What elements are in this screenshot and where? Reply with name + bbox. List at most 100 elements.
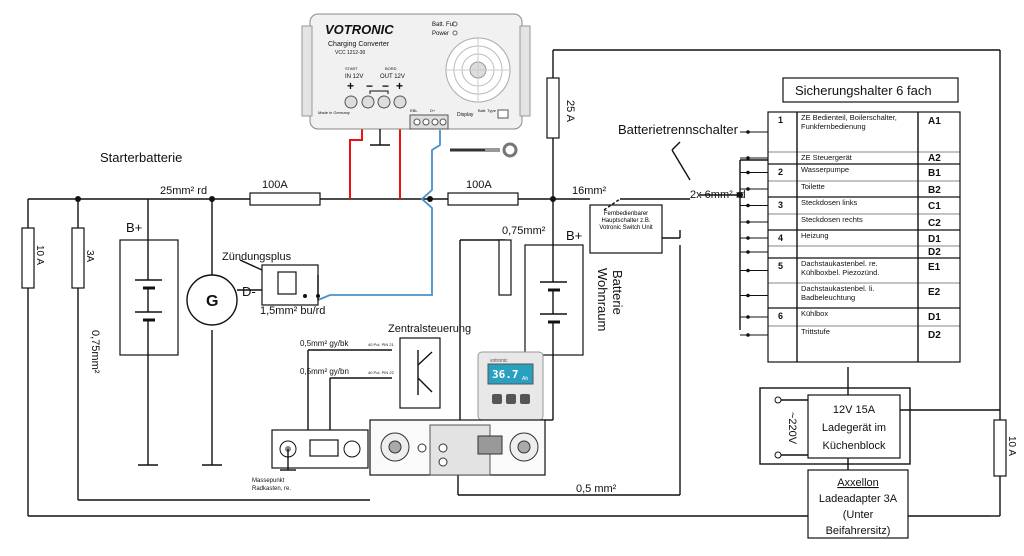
svg-text:−: −: [366, 79, 373, 93]
fuse-row-dot: [746, 203, 750, 208]
charger-box: 12V 15A Ladegerät im Küchenblock: [759, 387, 911, 465]
dplus-label: D+: [430, 108, 436, 113]
fuse-10a-right-label: 10 A: [1006, 436, 1017, 456]
junction-dots: [75, 192, 743, 202]
fuse-100a-left-label: 100A: [262, 179, 288, 191]
pin22-label: 40 Pol. PIN 22: [368, 370, 395, 375]
monitor-unit: Ah: [522, 376, 528, 382]
fuse-row-desc-wrap: Steckdosen links: [801, 198, 857, 207]
living-battery: [524, 244, 584, 356]
device-brand: VOTRONIC: [325, 22, 394, 37]
adapter-line-3: (Unter: [843, 509, 874, 521]
display-label: Display: [457, 112, 474, 118]
separator-title: Batterietrennschalter: [618, 122, 739, 137]
terminal-screws: [344, 95, 407, 109]
ignition-relay: [239, 259, 320, 306]
fuse-row-desc: Steckdosen rechts: [801, 215, 863, 224]
start-label: START: [345, 66, 358, 71]
fuse-row-number: 2: [778, 167, 783, 177]
fuse-100a-right: [447, 192, 519, 206]
living-battery-label-2: Batterie: [610, 270, 625, 315]
living-battery-label-1: Wohnraum: [595, 268, 610, 331]
fuse-100a-right-label: 100A: [466, 179, 492, 191]
generator-label: G: [206, 293, 218, 310]
fuse-holder: Sicherungshalter 6 fach 1 ZE Bedienteil, …: [740, 77, 961, 363]
fuse-row-desc-wrap: ZE Steuergerät: [801, 153, 852, 162]
fuse-row-desc: Trittstufe: [801, 327, 830, 336]
central-control-label: Zentralsteuerung: [388, 323, 471, 335]
fuse-10a-right: [993, 419, 1007, 477]
device-model: VCC 1212-30: [335, 50, 366, 56]
fuse-row-id: D1: [928, 234, 941, 245]
shunt-bar: [271, 419, 546, 476]
fuse-row-dot: [746, 220, 750, 224]
cable-075-left-label: 0,75mm²: [89, 330, 101, 374]
fuse-row-desc: Heizung: [801, 231, 829, 240]
fuse-row-desc-wrap: Wasserpumpe: [801, 165, 850, 174]
ground-label-2: Radkasten, re.: [252, 486, 291, 492]
fuse-row-id: B1: [928, 168, 941, 179]
made-in-label: Made in Germany: [318, 110, 350, 115]
adapter-line-2: Ladeadapter 3A: [819, 493, 898, 505]
fuse-075-living: [498, 239, 512, 296]
fuse-row-dot: [746, 333, 750, 337]
fuse-row-desc-wrap: [801, 247, 916, 258]
out-label: OUT 12V: [380, 74, 405, 80]
fuse-row-dot: [746, 293, 750, 298]
charging-converter: VOTRONIC Charging Converter VCC 1212-30 …: [301, 13, 531, 158]
b-plus-right: B+: [566, 228, 582, 243]
fuse-row-dot: [746, 187, 750, 191]
cable-15-label: 1,5mm² bu/rd: [260, 305, 325, 317]
fuse-row-desc-wrap: Trittstufe: [801, 327, 830, 336]
fuse-row-number: 1: [778, 115, 783, 125]
fuse-holder-title: Sicherungshalter 6 fach: [795, 83, 932, 98]
fuse-row-number: 5: [778, 261, 783, 271]
ignition-label: Zündungsplus: [222, 251, 292, 263]
b-plus-left: B+: [126, 220, 142, 235]
red-wires: [349, 128, 401, 199]
fuse-rows: 1 ZE Bedienteil, Boilerschalter, Funkfern…: [740, 113, 960, 341]
in-label: IN 12V: [345, 74, 363, 80]
cable-2x6-label: 2x 6mm² rd: [690, 189, 746, 201]
fuse-row-id: A2: [928, 153, 941, 164]
fuse-25a: [546, 77, 560, 139]
cable-25-label: 25mm² rd: [160, 185, 207, 197]
fuse-row-number: 3: [778, 200, 783, 210]
fuse-10a-left-label: 10 A: [34, 245, 45, 265]
generator: G: [186, 274, 262, 326]
starter-label: Starterbatterie: [100, 150, 182, 165]
fuse-row-desc: Dachstaukastenbel. re. Kühlboxbel. Piezo…: [801, 259, 880, 277]
fuse-row-dot: [746, 170, 750, 175]
fuse-row-id: A1: [928, 116, 941, 127]
fuse-row-number: 6: [778, 311, 783, 321]
fuse-row-desc: Wasserpumpe: [801, 165, 850, 174]
remote-switch-label-wrap: Fernbedienbarer Hauptschalter z.B. Votro…: [599, 211, 652, 231]
fuse-row-desc-wrap: ZE Bedienteil, Boilerschalter, Funkfernb…: [801, 113, 897, 131]
fuse-row-number: 4: [778, 233, 783, 243]
fuse-row-desc-wrap: Heizung: [801, 231, 829, 240]
fuse-row-desc-wrap: Toilette: [801, 182, 825, 191]
cable-05-label: 0,5 mm²: [576, 483, 617, 495]
adapter-box: Axxellon Ladeadapter 3A (Unter Beifahrer…: [807, 469, 909, 539]
pin21-label: 40 Pol. PIN 21: [368, 342, 395, 347]
cable-16-label: 16mm²: [572, 185, 607, 197]
fuse-row-dot: [746, 268, 750, 273]
svg-text:−: −: [382, 79, 389, 93]
d-minus-label: D-: [242, 284, 256, 299]
ground-label-1: Massepunkt: [252, 478, 285, 484]
fuse-row-desc: Toilette: [801, 182, 825, 191]
fuse-row-desc: Dachstaukastenbel. li. Badbeleuchtung: [801, 284, 875, 302]
led-full-label: Batt. Full: [432, 22, 456, 28]
batt-type-label: Batt. Type: [478, 108, 497, 113]
charger-line-2: Ladegerät im: [822, 422, 886, 434]
fuse-3a-label: 3A: [84, 250, 95, 263]
fuse-row-desc-wrap: Dachstaukastenbel. li. Badbeleuchtung: [801, 284, 875, 302]
labels: Starterbatterie 25mm² rd 100A 100A 16mm²…: [34, 100, 1017, 495]
adapter-line-1: Axxellon: [837, 477, 879, 489]
fuse-row-dot: [746, 130, 750, 134]
fuse-row-id: C1: [928, 201, 941, 212]
blue-wire: [317, 130, 441, 301]
fuse-row-desc-wrap: Dachstaukastenbel. re. Kühlboxbel. Piezo…: [801, 259, 880, 277]
fuse-3a: [71, 227, 85, 289]
